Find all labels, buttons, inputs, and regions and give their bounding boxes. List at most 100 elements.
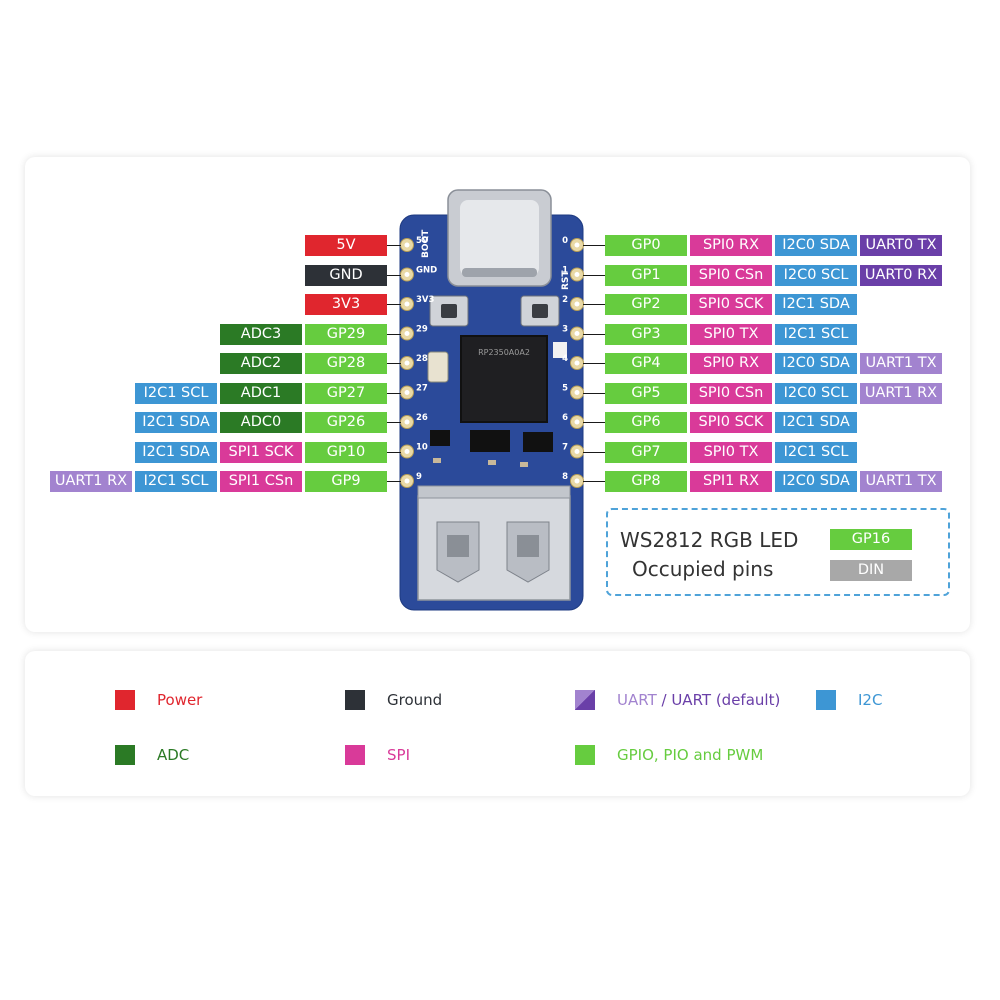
ws2812-info-box: WS2812 RGB LED Occupied pins GP16 DIN <box>606 508 950 596</box>
led-title: WS2812 RGB LED <box>620 528 799 552</box>
legend-gpio-swatch <box>575 745 595 765</box>
legend-card <box>25 651 970 796</box>
right-pin-label: GP2 <box>605 294 687 315</box>
left-pin-label: ADC2 <box>220 353 302 374</box>
legend-power-swatch <box>115 690 135 710</box>
legend-power-label: Power <box>157 691 203 709</box>
legend-uart-separator: / <box>656 691 672 709</box>
silk-left-label: 9 <box>416 472 422 482</box>
legend-ground-swatch <box>345 690 365 710</box>
left-pin-label: UART1 RX <box>50 471 132 492</box>
pin-hole <box>574 478 580 484</box>
legend-adc-swatch <box>115 745 135 765</box>
silk-right-label: 7 <box>562 443 568 453</box>
right-pin-label: I2C1 SCL <box>775 441 857 463</box>
left-pin-label: SPI1 SCK <box>220 441 302 463</box>
silk-right-label: 6 <box>562 413 568 423</box>
right-pin-label: GP8 <box>605 471 687 492</box>
silk-left-label: 28 <box>416 354 428 364</box>
right-pin-label: SPI0 CSn <box>690 382 772 404</box>
pin-hole <box>574 242 580 248</box>
pin-hole <box>404 301 410 307</box>
pin-hole <box>574 272 580 277</box>
pin-hole <box>574 449 580 454</box>
left-pin-label: GP29 <box>305 323 387 345</box>
left-pin-label: I2C1 SDA <box>135 441 217 463</box>
left-pin-row: 3V3 <box>0 294 1000 315</box>
legend-adc-label: ADC <box>157 746 190 764</box>
pin-leader-line <box>583 451 605 453</box>
pin-leader-line <box>387 363 401 364</box>
right-pin-label: I2C1 SDA <box>775 412 857 433</box>
pin-leader-line <box>583 481 605 482</box>
right-pin-label: SPI0 RX <box>690 235 772 256</box>
right-pin-label: I2C1 SCL <box>775 323 857 345</box>
pin-leader-line <box>583 274 605 276</box>
legend-i2c-label: I2C <box>858 691 883 709</box>
pin-hole <box>574 419 580 425</box>
legend-uart-swatch <box>575 690 595 710</box>
chip-text: RP2350A0A2 <box>478 348 530 357</box>
led-din-label: DIN <box>830 560 912 581</box>
silk-left-label: 10 <box>416 443 428 453</box>
right-pin-label: GP4 <box>605 353 687 374</box>
right-pin-label: UART1 RX <box>860 382 942 404</box>
right-pin-label: GP7 <box>605 441 687 463</box>
pin-leader-line <box>387 392 401 394</box>
right-pin-label: I2C1 SDA <box>775 294 857 315</box>
right-pin-label: GP1 <box>605 264 687 286</box>
left-pin-label: SPI1 CSn <box>220 471 302 492</box>
right-pin-label: I2C0 SCL <box>775 382 857 404</box>
pin-leader-line <box>387 245 401 246</box>
left-pin-label: ADC1 <box>220 382 302 404</box>
legend-spi-label: SPI <box>387 746 410 764</box>
pin-hole <box>404 331 410 336</box>
pin-hole <box>404 419 410 425</box>
pin-hole <box>404 390 410 395</box>
silk-left-label: 5V <box>416 236 429 246</box>
pin-hole <box>574 390 580 395</box>
legend-uart-default-label: UART (default) <box>671 691 781 709</box>
legend-uart-light-label: UART <box>617 691 657 709</box>
right-pin-label: GP5 <box>605 382 687 404</box>
pin-hole <box>404 360 410 366</box>
right-pin-label: SPI0 TX <box>690 323 772 345</box>
pin-leader-line <box>387 422 401 423</box>
silk-left-label: 27 <box>416 384 428 394</box>
right-pin-label: I2C0 SCL <box>775 264 857 286</box>
legend-ground-label: Ground <box>387 691 443 709</box>
legend-spi-swatch <box>345 745 365 765</box>
led-subtitle: Occupied pins <box>632 557 774 581</box>
right-pin-label: SPI1 RX <box>690 471 772 492</box>
right-pin-label: SPI0 CSn <box>690 264 772 286</box>
legend-uart-label: UART / UART (default) <box>617 690 780 710</box>
silk-left-label: 3V3 <box>416 295 434 305</box>
pin-leader-line <box>387 481 401 482</box>
pin-leader-line <box>583 245 605 246</box>
left-pin-label: GP9 <box>305 471 387 492</box>
silk-left-label: GND <box>416 266 437 276</box>
pin-leader-line <box>387 451 401 453</box>
right-pin-label: UART1 TX <box>860 471 942 492</box>
silk-rst: RST <box>561 270 571 290</box>
right-pin-label: GP0 <box>605 235 687 256</box>
pin-leader-line <box>583 363 605 364</box>
left-pin-label: GND <box>305 264 387 286</box>
pin-leader-line <box>583 333 605 335</box>
legend-i2c-swatch <box>816 690 836 710</box>
silk-boot: BOOT <box>421 229 431 258</box>
right-pin-label: I2C0 SDA <box>775 353 857 374</box>
silk-right-label: 5 <box>562 384 568 394</box>
